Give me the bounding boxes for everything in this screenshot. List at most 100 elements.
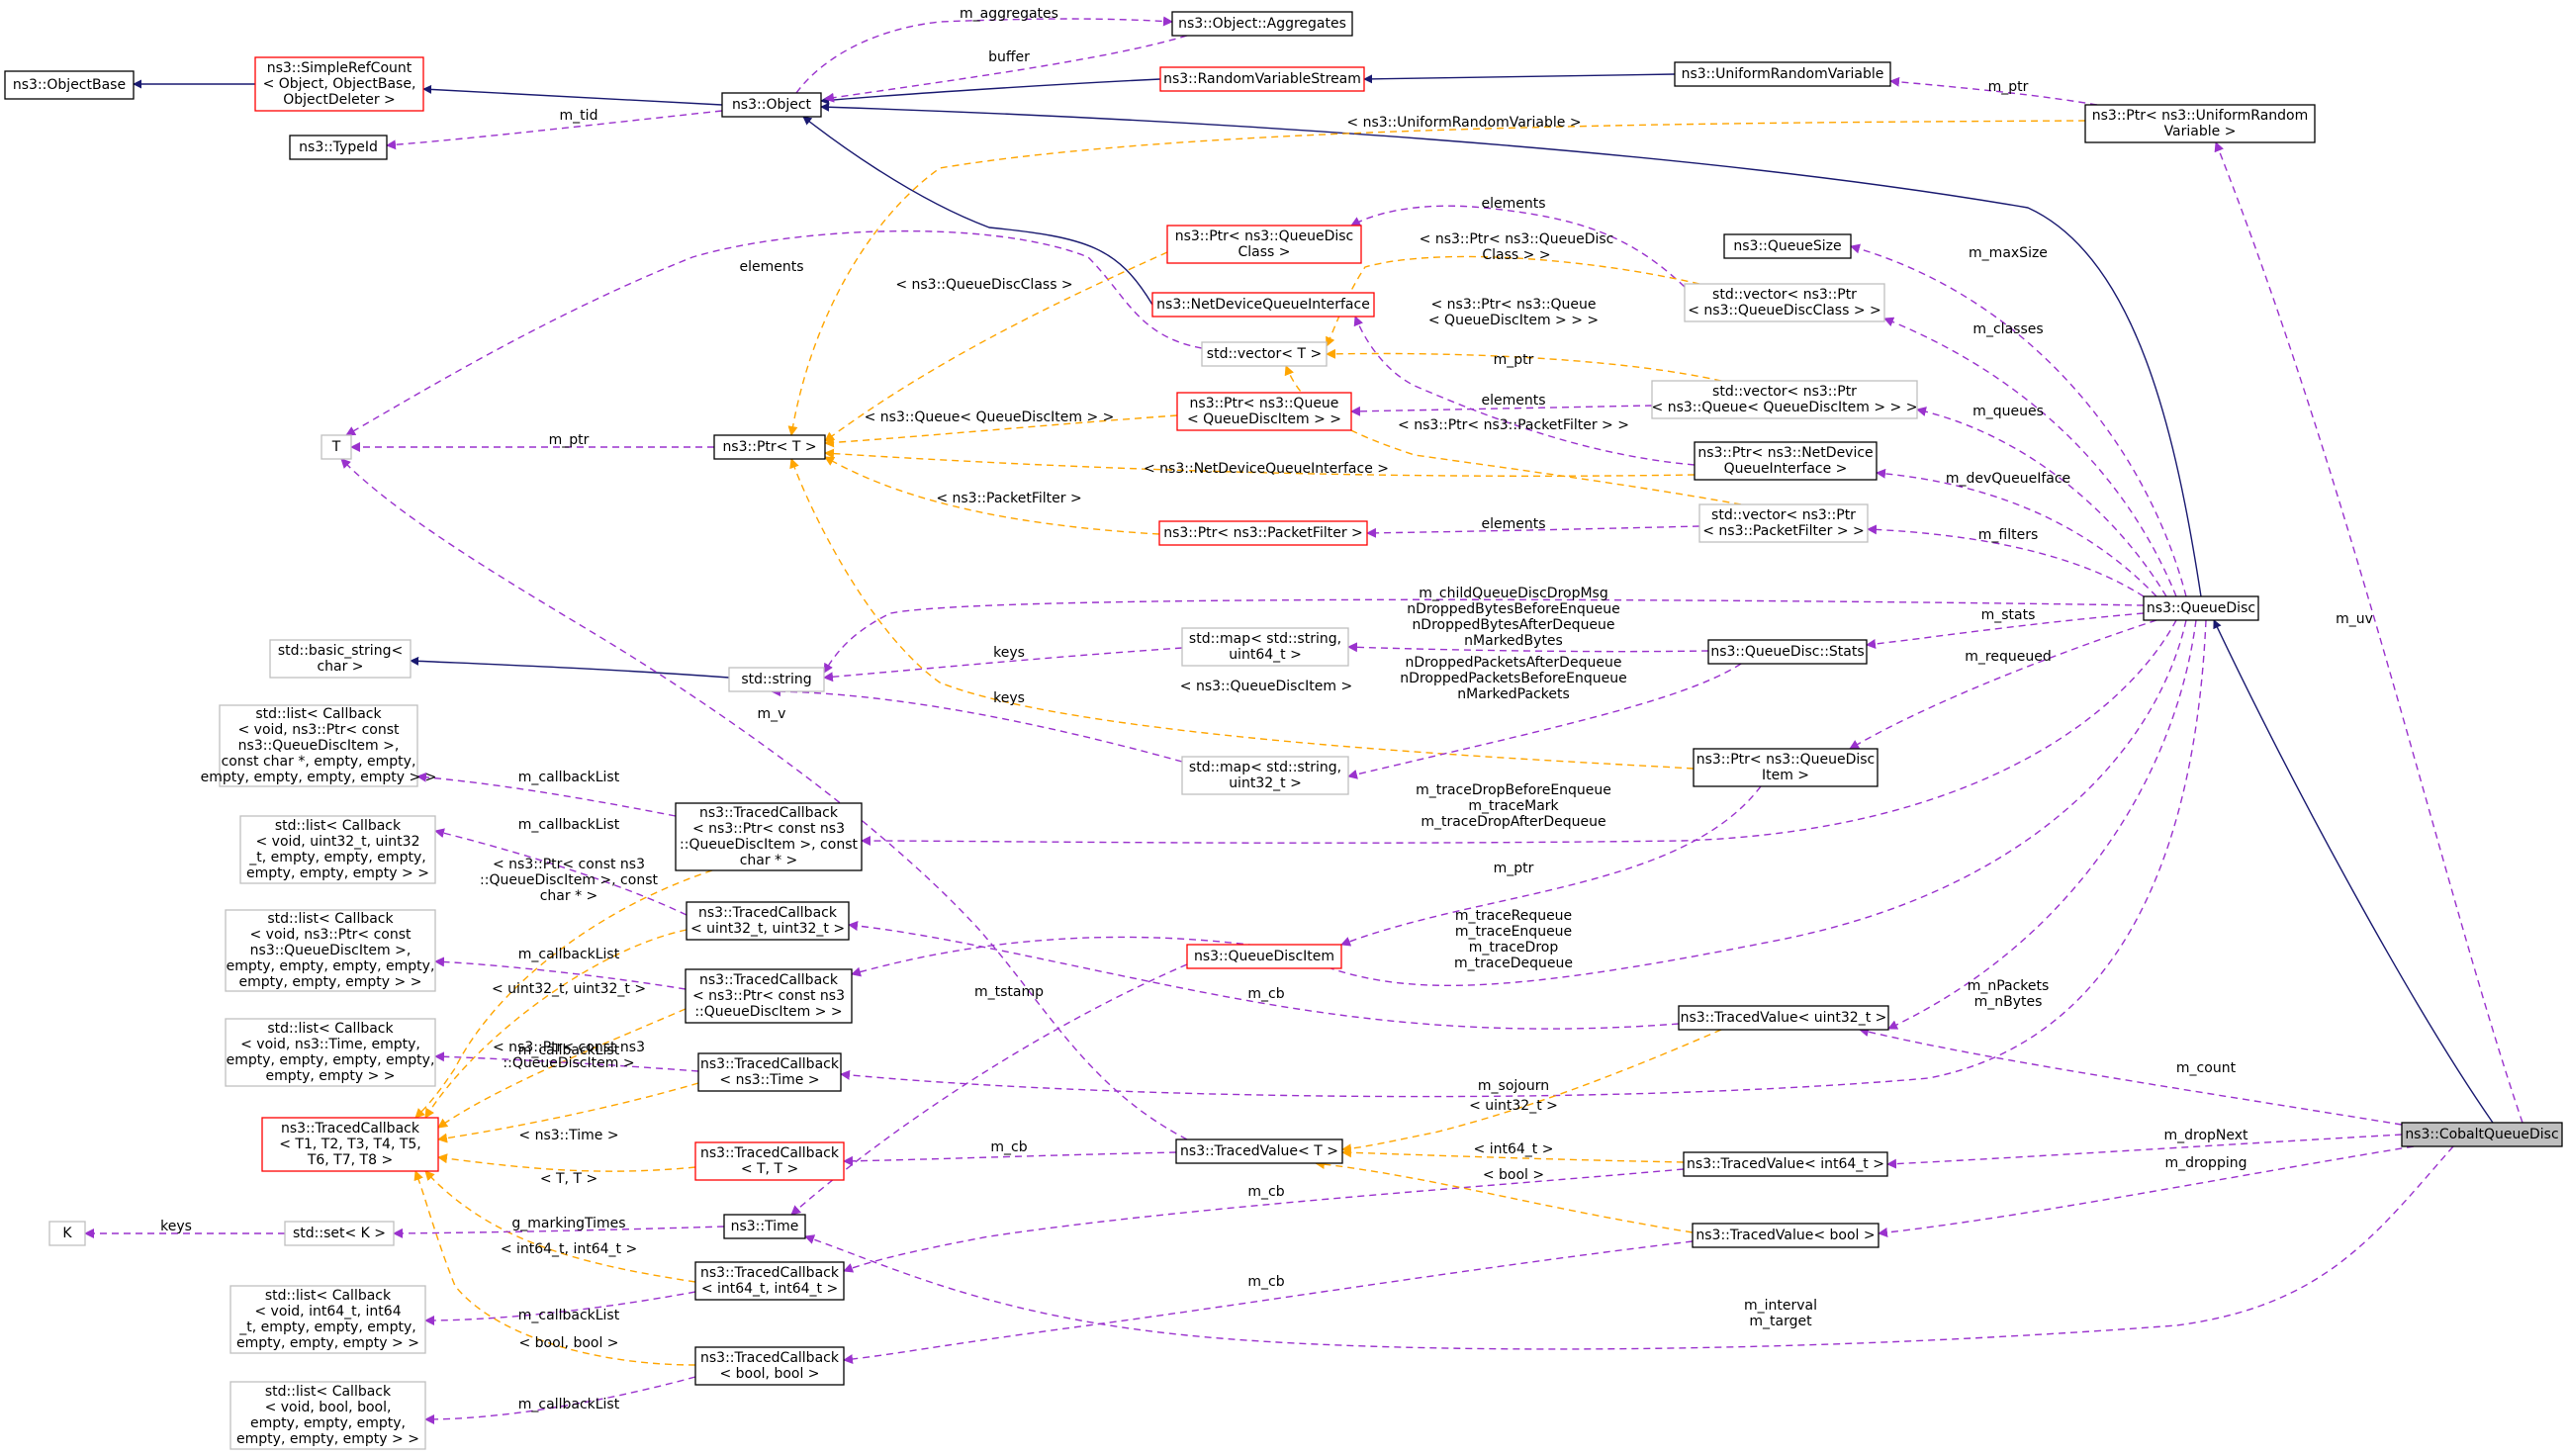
node-label: std::vector< ns3::Ptr — [1712, 384, 1857, 400]
node-urv[interactable]: ns3::UniformRandomVariable — [1674, 61, 1891, 87]
edge-cobalt-to-time — [804, 1145, 2454, 1350]
edge-label: keys — [993, 645, 1025, 661]
edge-label: nDroppedBytesAfterDequeue — [1412, 617, 1614, 633]
node-label: < QueueDiscItem > > — [1187, 411, 1341, 427]
node-tvu32[interactable]: ns3::TracedValue< uint32_t > — [1678, 1005, 1889, 1031]
node-box — [697, 1052, 842, 1092]
node-box — [685, 968, 853, 1024]
node-mapu64[interactable]: std::map< std::string,uint64_t > — [1181, 627, 1349, 667]
node-box — [2084, 104, 2316, 143]
node-label: < T, T > — [741, 1161, 798, 1177]
node-label: ns3::TracedCallback — [700, 1350, 840, 1366]
edge-label: < uint32_t, uint32_t > — [492, 981, 646, 997]
node-tcb1[interactable]: ns3::TracedCallback< ns3::Ptr< const ns3… — [675, 802, 863, 871]
node-T[interactable]: T — [321, 434, 352, 460]
node-ptrT[interactable]: ns3::Ptr< T > — [713, 434, 826, 460]
edge-label: m_requeued — [1965, 649, 2051, 665]
node-object[interactable]: ns3::Object — [721, 92, 822, 118]
node-label: T6, T7, T8 > — [307, 1152, 393, 1168]
node-list5[interactable]: std::list< Callback< void, int64_t, int6… — [229, 1285, 426, 1354]
edge-tcb3-to-list3 — [434, 956, 687, 990]
node-tvT[interactable]: ns3::TracedValue< T > — [1175, 1138, 1343, 1164]
node-label: ns3::QueueDisc::Stats — [1710, 644, 1864, 660]
edge-label: m_v — [758, 706, 786, 722]
node-basicstring[interactable]: std::basic_string<char > — [269, 639, 412, 679]
node-label: std::list< Callback — [265, 1288, 392, 1304]
node-vecptrqdc[interactable]: std::vector< ns3::Ptr< ns3::QueueDiscCla… — [1684, 283, 1885, 322]
edge-label: m_dropping — [2165, 1155, 2247, 1171]
node-ptrpf[interactable]: ns3::Ptr< ns3::PacketFilter > — [1158, 520, 1368, 546]
node-ndqi[interactable]: ns3::NetDeviceQueueInterface — [1151, 292, 1375, 318]
edge-label: < ns3::UniformRandomVariable > — [1346, 115, 1581, 131]
node-label: ns3::QueueDisc — [2147, 600, 2255, 616]
node-qdi[interactable]: ns3::QueueDiscItem — [1186, 944, 1342, 969]
edge-label: < ns3::Ptr< const ns3 — [493, 1040, 645, 1055]
node-tcb3[interactable]: ns3::TracedCallback< ns3::Ptr< const ns3… — [685, 968, 853, 1024]
node-setK[interactable]: std::set< K > — [284, 1221, 395, 1246]
node-label: std::list< Callback — [267, 1021, 394, 1037]
node-list4[interactable]: std::list< Callback< void, ns3::Time, em… — [225, 1018, 436, 1087]
node-tcbgen[interactable]: ns3::TracedCallback< T1, T2, T3, T4, T5,… — [261, 1117, 439, 1172]
node-queuedisc[interactable]: ns3::QueueDisc — [2143, 595, 2259, 621]
edge-label: elements — [1481, 516, 1545, 532]
edge-label: m_maxSize — [1969, 245, 2048, 261]
node-label: < void, ns3::Ptr< const — [237, 722, 400, 738]
edge-ptrndqi-to-ptrT — [824, 448, 1696, 477]
node-string[interactable]: std::string — [728, 667, 825, 692]
node-tcbtime[interactable]: ns3::TracedCallback< ns3::Time > — [697, 1052, 842, 1092]
edge-label: < ns3::Ptr< ns3::QueueDisc — [1420, 231, 1614, 247]
edge-label: keys — [160, 1219, 192, 1234]
node-vecptrq[interactable]: std::vector< ns3::Ptr< ns3::Queue< Queue… — [1651, 380, 1918, 419]
node-label: ns3::Object::Aggregates — [1178, 16, 1346, 32]
node-rvs[interactable]: ns3::RandomVariableStream — [1159, 66, 1365, 92]
edge-time-to-setK — [393, 1226, 725, 1238]
edge-mapu32-to-string — [771, 686, 1183, 763]
edge-object-to-aggregates — [795, 16, 1173, 94]
node-tcb2[interactable]: ns3::TracedCallback< uint32_t, uint32_t … — [686, 901, 850, 941]
node-box — [694, 1346, 845, 1386]
node-label: ns3::TracedCallback — [698, 905, 838, 921]
node-tcbi64[interactable]: ns3::TracedCallback< int64_t, int64_t > — [694, 1261, 845, 1301]
node-label: ns3::QueueDiscItem >, — [238, 738, 400, 754]
node-ptrqdi[interactable]: ns3::Ptr< ns3::QueueDiscItem > — [1693, 748, 1879, 787]
node-ptrurv[interactable]: ns3::Ptr< ns3::UniformRandomVariable > — [2084, 104, 2316, 143]
node-tvbool[interactable]: ns3::TracedValue< bool > — [1692, 1223, 1879, 1248]
node-K[interactable]: K — [48, 1221, 86, 1246]
node-label: empty, empty, empty, empty > > — [201, 770, 437, 785]
node-cobalt[interactable]: ns3::CobaltQueueDisc — [2401, 1122, 2563, 1147]
node-objectbase[interactable]: ns3::ObjectBase — [4, 70, 135, 100]
node-box — [225, 1018, 436, 1087]
node-vecptrpf[interactable]: std::vector< ns3::Ptr< ns3::PacketFilter… — [1698, 503, 1869, 543]
node-list2[interactable]: std::list< Callback< void, uint32_t, uin… — [239, 815, 436, 884]
node-label: < void, uint32_t, uint32 — [256, 834, 420, 850]
node-stats[interactable]: ns3::QueueDisc::Stats — [1707, 639, 1868, 665]
node-vector[interactable]: std::vector< T > — [1201, 341, 1328, 367]
node-simplerefcount[interactable]: ns3::SimpleRefCount< Object, ObjectBase,… — [254, 56, 424, 112]
node-ptrndqi[interactable]: ns3::Ptr< ns3::NetDeviceQueueInterface > — [1694, 441, 1878, 481]
node-queuesize[interactable]: ns3::QueueSize — [1723, 233, 1852, 259]
edge-mapu64-to-string — [823, 647, 1183, 682]
node-label: < T1, T2, T3, T4, T5, — [279, 1137, 421, 1152]
node-box — [1683, 1151, 1888, 1177]
edge-label: char * > — [540, 888, 598, 904]
node-list6[interactable]: std::list< Callback< void, bool, bool,em… — [229, 1381, 426, 1450]
node-ptrqueue[interactable]: ns3::Ptr< ns3::Queue< QueueDiscItem > > — [1176, 392, 1352, 431]
edge-tcb3-to-tcbgen — [437, 1008, 687, 1129]
edge-tcbtime-to-tcbgen — [437, 1082, 699, 1143]
node-tcbbool[interactable]: ns3::TracedCallback< bool, bool > — [694, 1346, 845, 1386]
node-box — [1693, 748, 1879, 787]
node-label: _t, empty, empty, empty, — [248, 850, 425, 865]
node-typeid[interactable]: ns3::TypeId — [289, 135, 388, 160]
edge-label: nDroppedBytesBeforeEnqueue — [1407, 601, 1620, 617]
node-tcbTT[interactable]: ns3::TracedCallback< T, T > — [694, 1141, 845, 1181]
node-time[interactable]: ns3::Time — [723, 1214, 806, 1239]
edge-tcbbool-to-tcbgen — [413, 1170, 696, 1366]
node-mapu32[interactable]: std::map< std::string,uint32_t > — [1181, 756, 1349, 795]
node-tvi64[interactable]: ns3::TracedValue< int64_t > — [1683, 1151, 1888, 1177]
node-list3[interactable]: std::list< Callback< void, ns3::Ptr< con… — [225, 909, 436, 992]
node-ptrqdc[interactable]: ns3::Ptr< ns3::QueueDiscClass > — [1166, 225, 1362, 264]
node-aggregates[interactable]: ns3::Object::Aggregates — [1171, 11, 1353, 37]
node-list1[interactable]: std::list< Callback< void, ns3::Ptr< con… — [201, 704, 437, 787]
edge-label: g_markingTimes — [511, 1216, 625, 1231]
node-label: ns3::QueueDiscItem — [1194, 949, 1334, 964]
